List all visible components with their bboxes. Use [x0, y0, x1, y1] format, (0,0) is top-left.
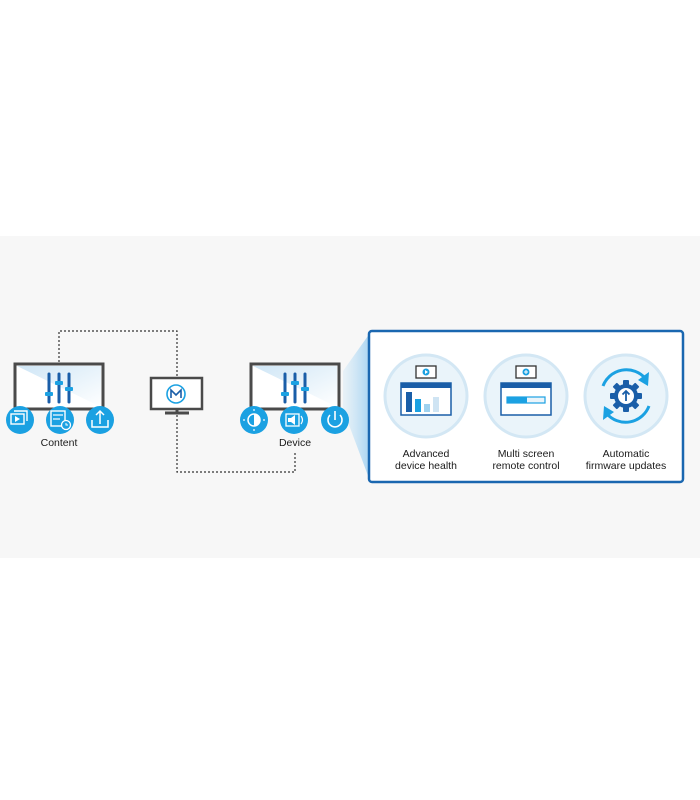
feature-device-health-label: Advanced device health	[366, 448, 486, 472]
brightness-icon	[240, 406, 268, 434]
device-monitor	[240, 362, 349, 434]
device-label: Device	[278, 437, 312, 449]
feature-firmware-updates-label: Automatic firmware updates	[566, 448, 686, 472]
power-icon	[321, 406, 349, 434]
feature-remote-control-label: Multi screen remote control	[466, 448, 586, 472]
content-label: Content	[40, 437, 78, 449]
connector-content-to-server	[58, 330, 178, 378]
server-monitor	[149, 376, 204, 415]
feature-label-line: Automatic	[602, 448, 650, 460]
feature-label-line: Advanced	[402, 448, 450, 460]
content-monitor	[6, 362, 114, 434]
play-stack-icon	[6, 406, 34, 434]
remote-control-icon	[483, 353, 569, 439]
feature-label-line: Multi screen	[497, 448, 555, 460]
feature-label-line: device health	[395, 459, 457, 472]
upload-icon	[86, 406, 114, 434]
firmware-update-icon	[583, 353, 669, 439]
connector-server-to-device	[176, 415, 296, 473]
device-health-icon	[383, 353, 469, 439]
projection-beam	[343, 333, 370, 481]
feature-label-line: firmware updates	[585, 459, 667, 472]
feature-label-line: remote control	[492, 459, 560, 472]
schedule-icon	[46, 406, 74, 434]
m-logo-icon	[166, 384, 186, 404]
volume-icon	[280, 406, 308, 434]
